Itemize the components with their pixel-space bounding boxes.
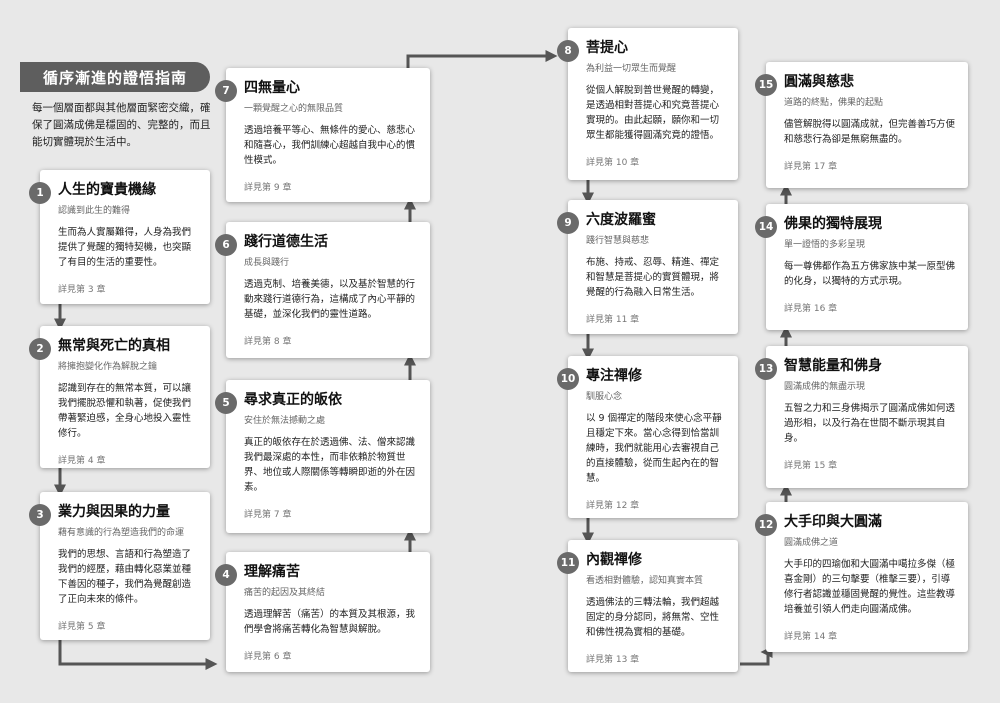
step-description: 透過培養平等心、無條件的愛心、慈悲心和隨喜心，我們訓練心超越自我中心的慣性模式。 — [244, 125, 416, 166]
step-subtitle: 馴服心念 — [586, 392, 623, 402]
step-card-13: 13 智慧能量和佛身 圓滿成佛的無盡示現 五智之力和三身佛揭示了圓滿成佛如何透過… — [755, 346, 968, 488]
step-description: 透過佛法的三轉法輪，我們超越固定的身分認同，將無常、空性和佛性視為實相的基礎。 — [586, 597, 720, 638]
step-number-badge: 10 — [557, 368, 579, 390]
step-description: 真正的皈依存在於透過佛、法、僧來認識我們最深處的本性，而非依賴於物質世界、地位或… — [244, 437, 416, 493]
step-number-badge: 3 — [29, 504, 51, 526]
chapter-reference: 詳見第 10 章 — [586, 158, 640, 168]
step-title: 踐行道德生活 — [244, 234, 328, 250]
step-description: 布施、持戒、忍辱、精進、禪定和智慧是菩提心的實質體現，將覺醒的行為融入日常生活。 — [586, 257, 720, 298]
step-card-1: 1 人生的寶貴機緣 認識到此生的難得 生而為人實屬難得，人身為我們提供了覺醒的獨… — [29, 170, 210, 304]
step-number-badge: 2 — [29, 338, 51, 360]
step-card-6: 6 踐行道德生活 成長與踐行 透過克制、培養美德，以及基於智慧的行動來踐行道德行… — [215, 222, 430, 358]
step-title: 四無量心 — [244, 80, 300, 96]
chapter-reference: 詳見第 17 章 — [784, 162, 838, 172]
chapter-reference: 詳見第 12 章 — [586, 501, 640, 511]
step-description: 儘管解脫得以圓滿成就，但完善善巧方便和慈悲行為卻是無窮無盡的。 — [784, 119, 956, 145]
step-subtitle: 圓滿成佛的無盡示現 — [784, 382, 866, 392]
step-title: 業力與因果的力量 — [58, 504, 170, 520]
step-number-badge: 11 — [557, 552, 579, 574]
step-number-badge: 4 — [215, 564, 237, 586]
step-title: 六度波羅蜜 — [586, 212, 656, 228]
chapter-reference: 詳見第 16 章 — [784, 304, 838, 314]
step-title: 大手印與大圓滿 — [784, 514, 882, 530]
step-number-badge: 13 — [755, 358, 777, 380]
chapter-reference: 詳見第 4 章 — [58, 456, 106, 466]
arrow-3-4 — [58, 640, 218, 670]
step-description: 認識到存在的無常本質，可以讓我們擺脫恐懼和執著，促使我們帶著緊迫感，全身心地投入… — [58, 383, 192, 439]
guide-title: 循序漸進的證悟指南 — [20, 62, 210, 92]
step-card-11: 11 內觀禪修 看透相對體驗，認知真實本質 透過佛法的三轉法輪，我們超越固定的身… — [557, 540, 738, 672]
step-card-14: 14 佛果的獨特展現 單一證悟的多彩呈現 每一尊佛都作為五方佛家族中某一原型佛的… — [755, 204, 968, 330]
step-subtitle: 看透相對體驗，認知真實本質 — [586, 576, 704, 586]
chapter-reference: 詳見第 3 章 — [58, 285, 106, 295]
arrow-11-12 — [740, 646, 773, 666]
step-number-badge: 1 — [29, 182, 51, 204]
step-description: 從個人解脫到普世覺醒的轉變，是透過相對菩提心和究竟菩提心實現的。由此起願，願你和… — [586, 85, 720, 141]
step-subtitle: 安住於無法撼動之處 — [244, 416, 326, 426]
step-card-10: 10 專注禪修 馴服心念 以 9 個禪定的階段來使心念平靜且穩定下來。當心念得到… — [557, 356, 738, 518]
step-title: 智慧能量和佛身 — [784, 358, 882, 374]
step-description: 每一尊佛都作為五方佛家族中某一原型佛的化身，以獨特的方式示現。 — [784, 261, 956, 287]
step-number-badge: 15 — [755, 74, 777, 96]
step-card-7: 7 四無量心 一顆覺醒之心的無限品質 透過培養平等心、無條件的愛心、慈悲心和隨喜… — [215, 68, 430, 202]
chapter-reference: 詳見第 8 章 — [244, 337, 292, 347]
chapter-reference: 詳見第 5 章 — [58, 622, 106, 632]
step-card-4: 4 理解痛苦 痛苦的起因及其終結 透過理解苦（痛苦）的本質及其根源，我們學會將痛… — [215, 552, 430, 672]
step-description: 生而為人實屬難得，人身為我們提供了覺醒的獨特契機，也突顯了有目的生活的重要性。 — [58, 227, 192, 268]
chapter-reference: 詳見第 6 章 — [244, 652, 292, 662]
intro-text: 每一個層面都與其他層面緊密交織，確保了圓滿成佛是穩固的、完整的，而且能切實體現於… — [32, 102, 211, 148]
step-number-badge: 8 — [557, 40, 579, 62]
chapter-reference: 詳見第 9 章 — [244, 183, 292, 193]
step-subtitle: 圓滿成佛之道 — [784, 538, 839, 548]
step-description: 五智之力和三身佛揭示了圓滿成佛如何透過形相，以及行為在世間不斷示現其自身。 — [784, 403, 956, 444]
step-subtitle: 一顆覺醒之心的無限品質 — [244, 104, 344, 114]
step-description: 透過理解苦（痛苦）的本質及其根源，我們學會將痛苦轉化為智慧與解脫。 — [244, 609, 416, 635]
chapter-reference: 詳見第 7 章 — [244, 510, 292, 520]
step-subtitle: 痛苦的起因及其終結 — [244, 588, 326, 598]
step-card-12: 12 大手印與大圓滿 圓滿成佛之道 大手印的四瑜伽和大圓滿中噶拉多傑（極喜金剛）… — [755, 502, 968, 652]
step-card-9: 9 六度波羅蜜 踐行智慧與慈悲 布施、持戒、忍辱、精進、禪定和智慧是菩提心的實質… — [557, 200, 738, 334]
step-subtitle: 成長與踐行 — [244, 258, 290, 268]
chapter-reference: 詳見第 11 章 — [586, 315, 640, 325]
step-title: 佛果的獨特展現 — [784, 216, 882, 232]
step-description: 透過克制、培養美德，以及基於智慧的行動來踐行道德行為，這構成了內心平靜的基礎，並… — [244, 279, 416, 320]
step-subtitle: 單一證悟的多彩呈現 — [784, 240, 866, 250]
step-title: 尋求真正的皈依 — [244, 392, 342, 408]
step-subtitle: 道路的終點，佛果的起點 — [784, 98, 884, 108]
step-number-badge: 6 — [215, 234, 237, 256]
step-card-15: 15 圓滿與慈悲 道路的終點，佛果的起點 儘管解脫得以圓滿成就，但完善善巧方便和… — [755, 62, 968, 188]
step-subtitle: 為利益一切眾生而覺醒 — [586, 64, 677, 74]
step-subtitle: 踐行智慧與慈悲 — [586, 236, 650, 246]
step-number-badge: 5 — [215, 392, 237, 414]
step-title: 無常與死亡的真相 — [58, 338, 170, 354]
step-title: 人生的寶貴機緣 — [58, 182, 156, 198]
chapter-reference: 詳見第 14 章 — [784, 632, 838, 642]
step-title: 理解痛苦 — [244, 564, 300, 580]
chapter-reference: 詳見第 15 章 — [784, 461, 838, 471]
step-card-8: 8 菩提心 為利益一切眾生而覺醒 從個人解脫到普世覺醒的轉變，是透過相對菩提心和… — [557, 28, 738, 180]
step-number-badge: 9 — [557, 212, 579, 234]
step-title: 菩提心 — [586, 40, 628, 56]
step-card-3: 3 業力與因果的力量 藉有意識的行為塑造我們的命運 我們的思想、言語和行為塑造了… — [29, 492, 210, 640]
step-description: 大手印的四瑜伽和大圓滿中噶拉多傑（極喜金剛）的三句擊要（椎擊三要），引導修行者認… — [784, 559, 956, 615]
chapter-reference: 詳見第 13 章 — [586, 655, 640, 665]
step-description: 我們的思想、言語和行為塑造了我們的經歷，藉由轉化惡業並種下善因的種子，我們為覺醒… — [58, 549, 192, 605]
arrow-7-8 — [406, 50, 558, 68]
step-title: 圓滿與慈悲 — [784, 74, 854, 90]
step-number-badge: 14 — [755, 216, 777, 238]
step-title: 內觀禪修 — [586, 552, 642, 568]
step-card-2: 2 無常與死亡的真相 將擁抱變化作為解脫之鑰 認識到存在的無常本質，可以讓我們擺… — [29, 326, 210, 468]
step-description: 以 9 個禪定的階段來使心念平靜且穩定下來。當心念得到恰當訓練時，我們就能用心去… — [586, 413, 722, 484]
step-number-badge: 12 — [755, 514, 777, 536]
step-title: 專注禪修 — [586, 368, 642, 384]
step-subtitle: 藉有意識的行為塑造我們的命運 — [58, 528, 185, 538]
step-subtitle: 認識到此生的難得 — [58, 206, 131, 216]
step-card-5: 5 尋求真正的皈依 安住於無法撼動之處 真正的皈依存在於透過佛、法、僧來認識我們… — [215, 380, 430, 533]
step-subtitle: 將擁抱變化作為解脫之鑰 — [58, 362, 158, 372]
step-number-badge: 7 — [215, 80, 237, 102]
